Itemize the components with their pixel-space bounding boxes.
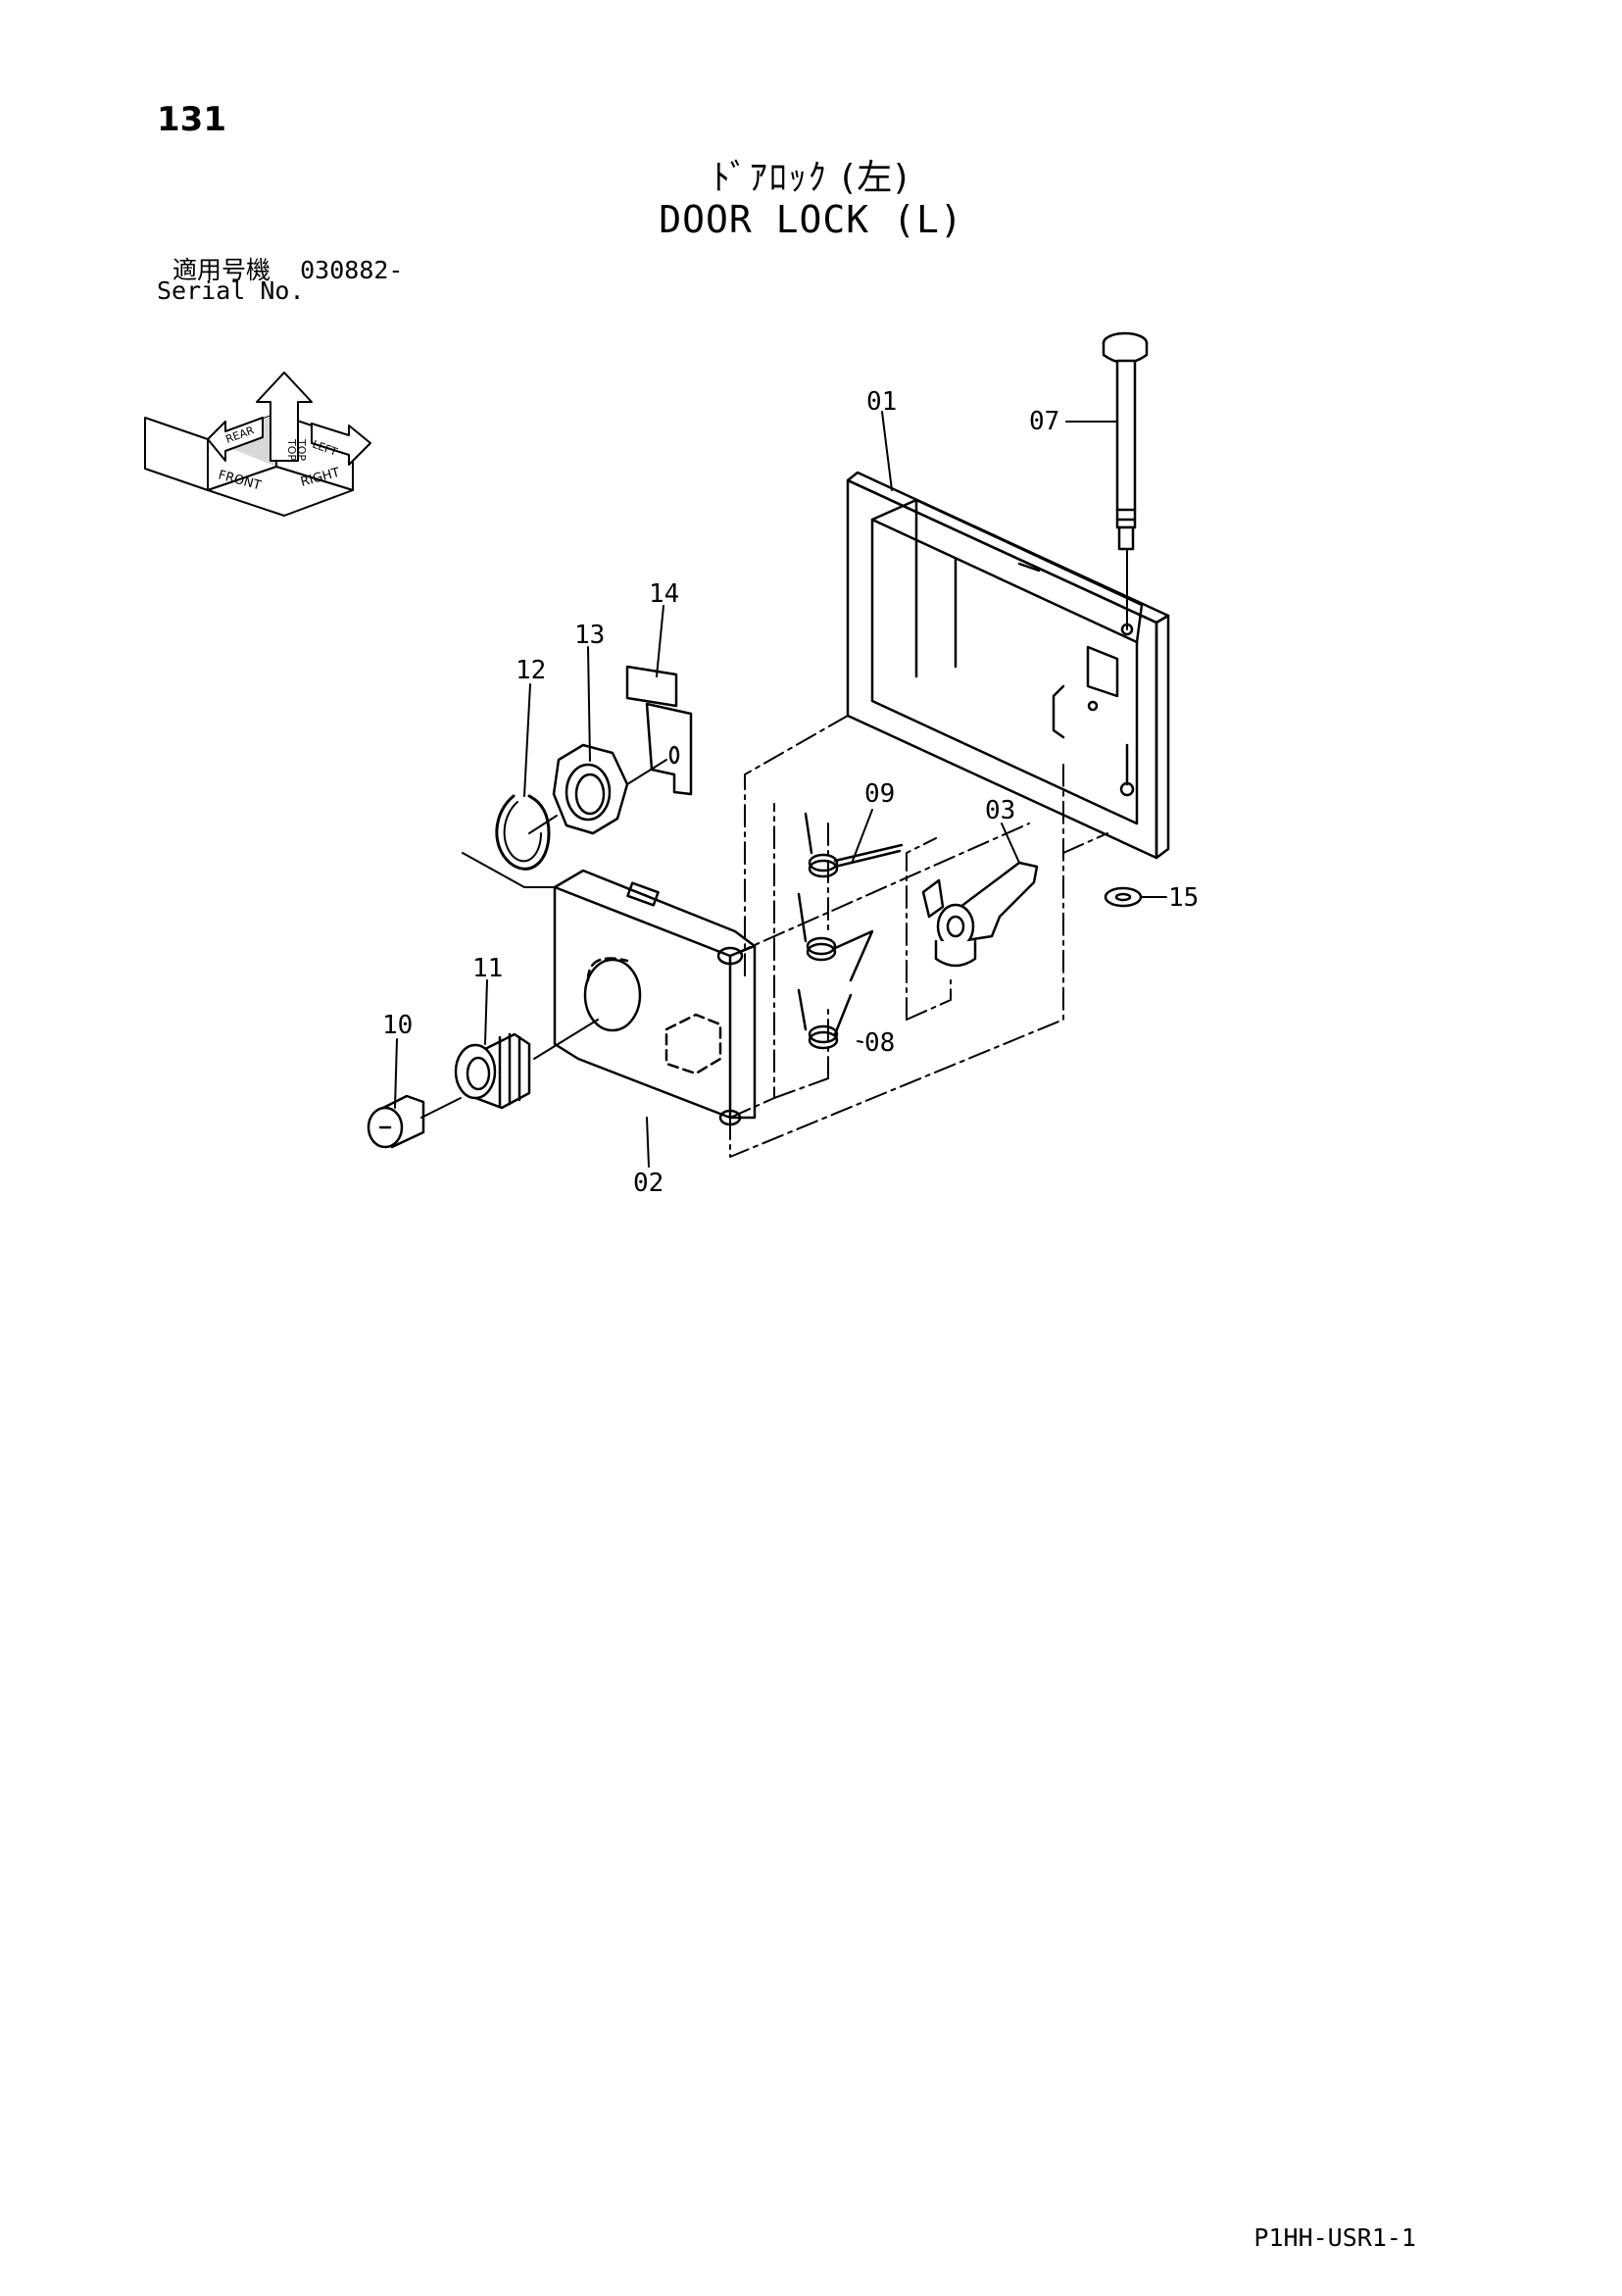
callout-01: 01	[866, 387, 897, 417]
callout-07: 07	[1029, 407, 1059, 436]
part-02-case	[553, 869, 757, 1126]
leader-lines	[394, 411, 1167, 1168]
serial-prefix: 適用号機	[172, 256, 271, 284]
part-09-spring	[804, 812, 904, 878]
part-08-spring-lower	[797, 988, 853, 1050]
part-08-spring-upper	[797, 892, 874, 982]
serial-label: Serial No.	[157, 276, 305, 305]
callout-11: 11	[472, 954, 503, 983]
callout-14: 14	[649, 579, 679, 609]
part-10-key-plug	[367, 1094, 425, 1149]
part-15-ering	[1104, 886, 1143, 908]
part-03-lever	[921, 861, 1039, 968]
callout-09: 09	[864, 779, 895, 809]
callout-03: 03	[985, 796, 1015, 825]
orientation-label-top: TOP	[285, 438, 298, 461]
page-number: 131	[157, 100, 226, 139]
callout-13: 13	[574, 621, 605, 650]
callout-08: 08	[864, 1028, 895, 1058]
part-11-cylinder	[454, 1032, 531, 1110]
orientation-indicator: FRONT RIGHT TOP TOP REAR LEFT	[144, 372, 371, 517]
phantom-lines	[729, 715, 1108, 1158]
callout-10: 10	[382, 1011, 413, 1040]
part-14-plate	[625, 665, 693, 796]
callout-12: 12	[516, 656, 546, 685]
page-title-jp: ﾄﾞｱﾛｯｸ (左)	[712, 158, 910, 198]
callout-15: 15	[1168, 883, 1199, 913]
callouts: 01 02 03 07 08 09 10 11 12 13 14 15	[382, 387, 1199, 1198]
part-12-snap-ring	[495, 794, 551, 871]
orientation-label-top-2: TOP	[295, 438, 308, 461]
part-13-nut	[552, 743, 629, 835]
serial-range: 適用号機 030882-	[172, 251, 403, 286]
part-07-pin	[1102, 331, 1149, 551]
serial-value: 030882-	[300, 256, 404, 284]
footer-code: P1HH-USR1-1	[1253, 2223, 1416, 2252]
part-01-housing	[846, 471, 1170, 860]
page-title: DOOR LOCK (L)	[659, 198, 963, 241]
callout-02: 02	[633, 1169, 664, 1198]
